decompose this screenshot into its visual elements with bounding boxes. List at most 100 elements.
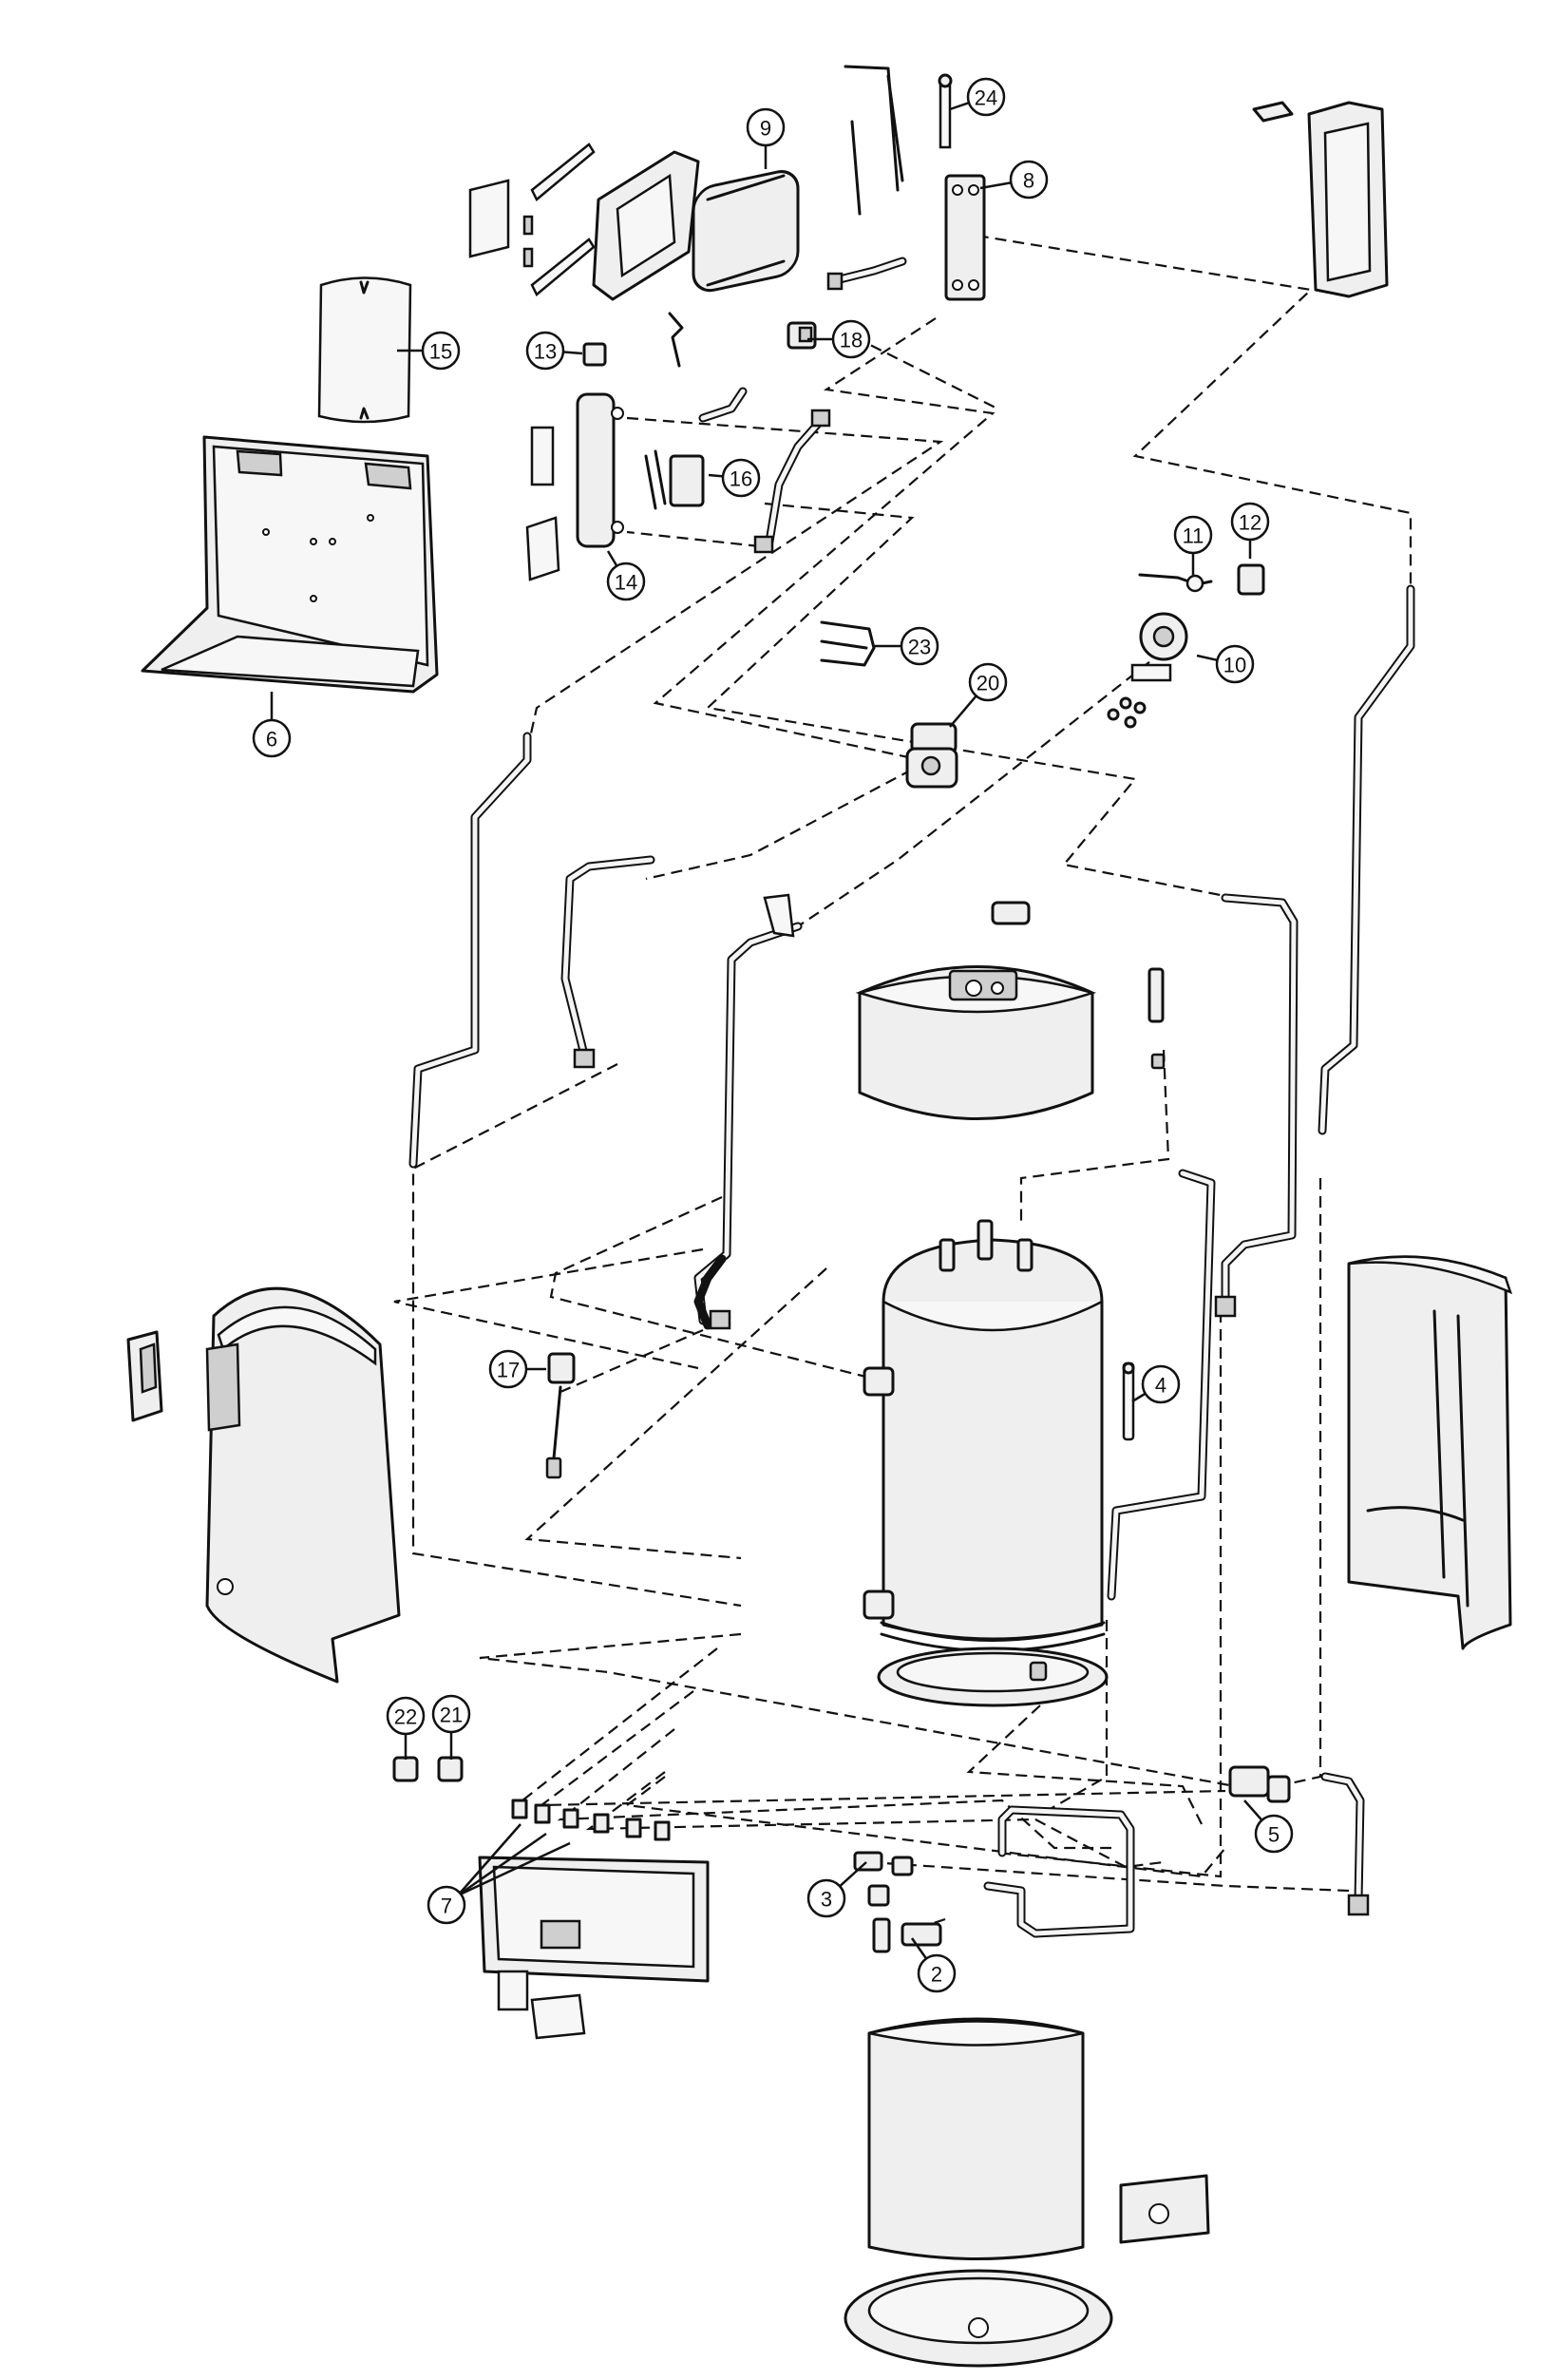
callout-circle (1009, 160, 1049, 200)
callout-circle (431, 1694, 471, 1734)
callout-leader (457, 1841, 571, 1897)
callout-circle (806, 1878, 846, 1918)
callout-9: 9 (746, 107, 786, 169)
callout-7: 7 (427, 1823, 571, 1925)
insulation-sleeve-15 (317, 276, 412, 424)
callout-number: 3 (821, 1888, 832, 1912)
cap-12 (1237, 563, 1265, 596)
circulation-pump-10 (1107, 612, 1188, 729)
pipes-14 (698, 387, 831, 554)
callout-number: 9 (760, 117, 771, 141)
connector-13 (582, 342, 607, 367)
top-cap (991, 901, 1031, 925)
callout-number: 20 (977, 672, 999, 695)
left-small-plate (126, 1330, 163, 1422)
callout-17: 17 (488, 1349, 546, 1389)
callout-16: 16 (708, 458, 761, 498)
callout-12: 12 (1230, 502, 1270, 559)
lower-cylinder-shell (867, 2017, 1085, 2260)
callout-number: 16 (730, 467, 752, 491)
callout-6: 6 (252, 692, 292, 758)
control-panel (478, 1856, 710, 2040)
callout-10: 10 (1196, 644, 1255, 684)
safety-valve (1147, 967, 1166, 1070)
callout-number: 18 (840, 329, 863, 352)
diverter-valve-20 (905, 722, 958, 789)
callout-5: 5 (1243, 1799, 1294, 1854)
callout-2: 2 (910, 1937, 957, 1993)
sensor-cable-11 (1138, 573, 1213, 593)
callout-circle (1173, 515, 1213, 555)
callout-circle (427, 1885, 466, 1925)
callout-circle (1254, 1814, 1294, 1854)
fork-23 (820, 620, 876, 667)
pipe-right-upper (1214, 893, 1299, 1318)
callout-15: 15 (397, 331, 461, 371)
sensor-24 (938, 73, 953, 149)
left-thin-pipe (408, 732, 532, 1169)
back-panel-6 (141, 435, 439, 694)
callout-circle (917, 1953, 957, 1993)
callout-24: 24 (949, 77, 1006, 117)
plate-heat-exchanger (944, 174, 986, 301)
callout-13: 13 (525, 331, 583, 371)
callout-number: 15 (429, 340, 452, 364)
callout-circle (1230, 502, 1270, 542)
pipe-right-lower (1107, 1169, 1216, 1601)
callout-leader (457, 1832, 547, 1897)
callout-number: 14 (615, 571, 637, 595)
bottom-loop-pipe (983, 1805, 1135, 1938)
gasket-set (468, 143, 596, 296)
valve-17 (545, 1352, 576, 1479)
hydraulic-frame (592, 150, 700, 301)
callout-number: 23 (908, 636, 931, 659)
heat-exchanger-housing (692, 170, 800, 293)
callout-22: 22 (386, 1696, 426, 1760)
callout-number: 24 (975, 86, 997, 110)
callout-number: 12 (1239, 511, 1261, 535)
bottom-right-pipe (1228, 1765, 1370, 1916)
callout-circle (831, 319, 871, 359)
callout-11: 11 (1173, 515, 1213, 575)
callout-21: 21 (431, 1694, 471, 1760)
hydraulic-column-14 (525, 392, 624, 581)
callout-number: 11 (1183, 524, 1204, 548)
callout-circle (421, 331, 461, 371)
callout-number: 5 (1268, 1823, 1280, 1847)
pipe-middle (693, 893, 803, 1325)
callout-3: 3 (806, 1861, 867, 1918)
callout-circle (746, 107, 786, 147)
clip (668, 312, 684, 368)
callout-number: 7 (441, 1894, 452, 1918)
callout-circle (488, 1349, 528, 1389)
callout-number: 13 (534, 340, 557, 364)
access-plate (1119, 2174, 1210, 2244)
pipe-18 (826, 257, 907, 291)
nut-22 (392, 1756, 419, 1782)
callout-circle (966, 77, 1006, 117)
callout-18: 18 (807, 319, 871, 359)
callout-number: 17 (497, 1359, 520, 1382)
callout-number: 8 (1023, 169, 1034, 193)
callout-circle (1141, 1364, 1181, 1404)
callout-circle (968, 662, 1008, 702)
callout-circle (1215, 644, 1255, 684)
callout-number: 4 (1155, 1374, 1166, 1398)
terminal-connectors-7 (511, 1799, 671, 1841)
callout-number: 22 (394, 1705, 417, 1729)
right-jacket (1347, 1255, 1513, 1650)
callout-number: 2 (931, 1963, 942, 1987)
bracket-16 (644, 449, 705, 510)
top-right-cover (1252, 101, 1389, 298)
callout-number: 6 (266, 728, 277, 752)
pipe-lower-left (693, 1254, 731, 1330)
far-right-thin-pipe (1318, 584, 1415, 1135)
base-tray (844, 2269, 1113, 2368)
callout-8: 8 (979, 160, 1049, 200)
callout-circle (606, 562, 646, 601)
callout-20: 20 (949, 662, 1008, 728)
callout-number: 21 (440, 1704, 463, 1727)
callout-4: 4 (1131, 1364, 1181, 1404)
pipe-left-upper (560, 855, 655, 1069)
